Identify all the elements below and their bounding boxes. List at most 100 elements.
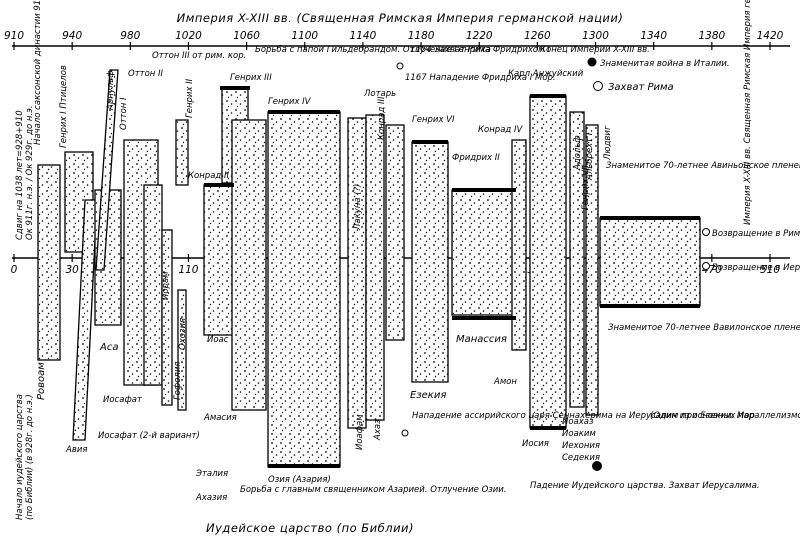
note-fall: Падение Иудейского царства. Захват Иерус… [530,481,760,491]
top-axis-tick-label: 940 [62,30,82,42]
bar-albrecht [585,124,599,416]
label-jehoshaphat: Иосафат [103,395,143,405]
note-assyrian: Нападение ассирийского царя Сеннахерима … [412,411,755,421]
label-henry-6: Генрих VI [412,115,455,125]
label-ahaziah: Ахазия [195,493,227,503]
label-ahaz: Ахаз [373,419,383,441]
label-lacuna: Лакуна (?) [353,184,363,231]
label-josiah: Иосия [522,439,549,449]
note-capture-rome: 1154 Захват Рима Фридрихом I [410,45,550,55]
label-frederick-2: Фридрих II [452,153,500,163]
note-capture-rome-2: Захват Рима [608,82,674,93]
bar-rehoboam [37,164,61,361]
left-label-upper-1: Сдвиг на 1038 лет=928+910 [15,110,25,240]
bar-conrad-3 [385,124,405,341]
note-1167: 1167 Нападение Фридриха I Мор. [405,73,556,83]
ruler-labels-bottom: Ровоам Авия Аса Иосафат Иосафат (2-й вар… [36,271,600,503]
bar-avignon-babylon [599,217,701,307]
bar-abijah [72,199,98,441]
label-uzziah: Озия (Азария) [268,475,331,485]
label-jehoshaphat-2: Иосафат (2-й вариант) [98,431,200,441]
label-arnulf: Арнульф [106,70,116,111]
marker-rome-2 [593,81,603,91]
top-axis-tick-label: 1300 [582,30,609,42]
marker-assyrian [401,429,409,437]
bar-charles-anjou-josiah [529,95,567,429]
label-conrad-4: Конрад IV [478,125,523,135]
note-70-papal: Знаменитое 70-летнее Авиньонское пленени… [606,161,800,171]
ruler-labels-top: Генрих I Птицелов Арнульф Оттон I Оттон … [59,51,613,231]
top-axis-tick-label: 1020 [175,30,202,42]
label-rehoboam: Ровоам [36,362,47,400]
top-axis-tick-label: 1140 [350,30,377,42]
note-uzziah: Борьба с главным священником Азарией. От… [240,485,507,495]
left-label-upper-2: Ок 911г. н.э. / Ок 929г. до н.э. [25,105,35,240]
label-jehoahaz: Иоахаз [562,417,594,427]
label-joash: Иоас [207,335,229,345]
mid-axis-tick-label: 30 [65,264,79,276]
thick-markers [204,86,700,468]
top-axis-tick-label: 1060 [233,30,260,42]
note-return-rome: Возвращение в Рим [712,229,800,239]
label-henry-1: Генрих I Птицелов [59,65,69,148]
note-struggle: Борьба с папой Гильдебрандом. Отлучение … [255,45,491,55]
top-axis-tick-label: 910 [4,30,24,42]
top-axis-tick-label: 980 [120,30,140,42]
label-conrad-2: Конрад II [188,171,229,181]
mid-axis-tick-label: 110 [178,264,198,276]
bar-frederick-2-manasseh [451,189,517,316]
label-abijah: Авия [65,445,87,455]
label-zedekiah: Седекия [562,453,600,463]
bar-henry-4-uzziah [267,111,341,468]
bar-lothair-ahaz [365,114,385,421]
top-axis-tick-label: 1380 [698,30,725,42]
note-parallelism: (Один из основных параллелизмов). [650,411,800,421]
marker-return-jerusalem [702,262,710,270]
label-amon: Амон [493,377,517,387]
note-war-italy: Знаменитая война в Италии. [600,59,730,69]
bar-henry-3-amaziah [231,119,267,411]
bar-jehoram [161,229,173,406]
label-otto-1: Оттон I [119,97,129,130]
marker-italy-war [587,57,597,67]
label-amaziah: Амасия [203,413,237,423]
bar-adolf [569,111,585,408]
label-jehoiakim: Иоаким [562,429,596,439]
bar-henry-2 [203,184,235,336]
label-otto-3: Оттон III от рим. кор. [152,51,246,61]
bar-ahaziah [177,289,187,411]
marker-return-rome [702,228,710,236]
mid-axis-tick-label: 0 [11,264,18,276]
top-left-note: Начало саксонской династии 911г. [33,0,43,145]
bar-henry-6-hezekiah [411,141,449,383]
bar-lacuna-jotham [347,117,367,429]
note-70-babylon: Знаменитое 70-летнее Вавилонское пленени… [608,323,800,333]
label-asa: Аса [99,342,118,353]
label-athaliah: Гофолия [173,362,183,400]
label-henry-4: Генрих IV [268,97,312,107]
bar-arnulf [95,69,119,271]
bar-jehoshaphat [143,184,163,386]
note-end-empire: Конец Империи X-XIII вв. [540,45,650,55]
event-markers [396,57,710,471]
top-title: Империя X-XIII вв. (Священная Римская Им… [177,11,624,25]
marker-fall [592,461,602,471]
top-axis-tick-label: 1100 [291,30,318,42]
label-lothair: Лотарь [363,89,396,99]
bottom-title: Иудейское царство (по Библии) [206,521,414,535]
note-right-vertical: Империя X-XIII вв. Священная Римская Имп… [743,0,753,225]
label-etalia: Эталия [195,469,228,479]
label-charles-anjou: Карл Анжуйский [508,69,584,79]
label-jotham: Иоафам [355,414,365,450]
label-jeconiah: Иехония [562,441,600,451]
top-axis-tick-label: 1180 [408,30,435,42]
label-hezekiah: Езекия [410,390,446,401]
note-return-jerusalem: Возвращение в Иерусалим [712,263,800,273]
label-henry-3: Генрих III [230,73,272,83]
label-otto-2: Оттон II [128,69,164,79]
top-axis-tick-label: 1420 [757,30,784,42]
label-manasseh: Манассия [456,334,507,345]
left-label-lower-2: (по Библии) (в 928г. до н.э.) [25,394,35,520]
label-albrecht: Альбрехт I [585,132,595,181]
